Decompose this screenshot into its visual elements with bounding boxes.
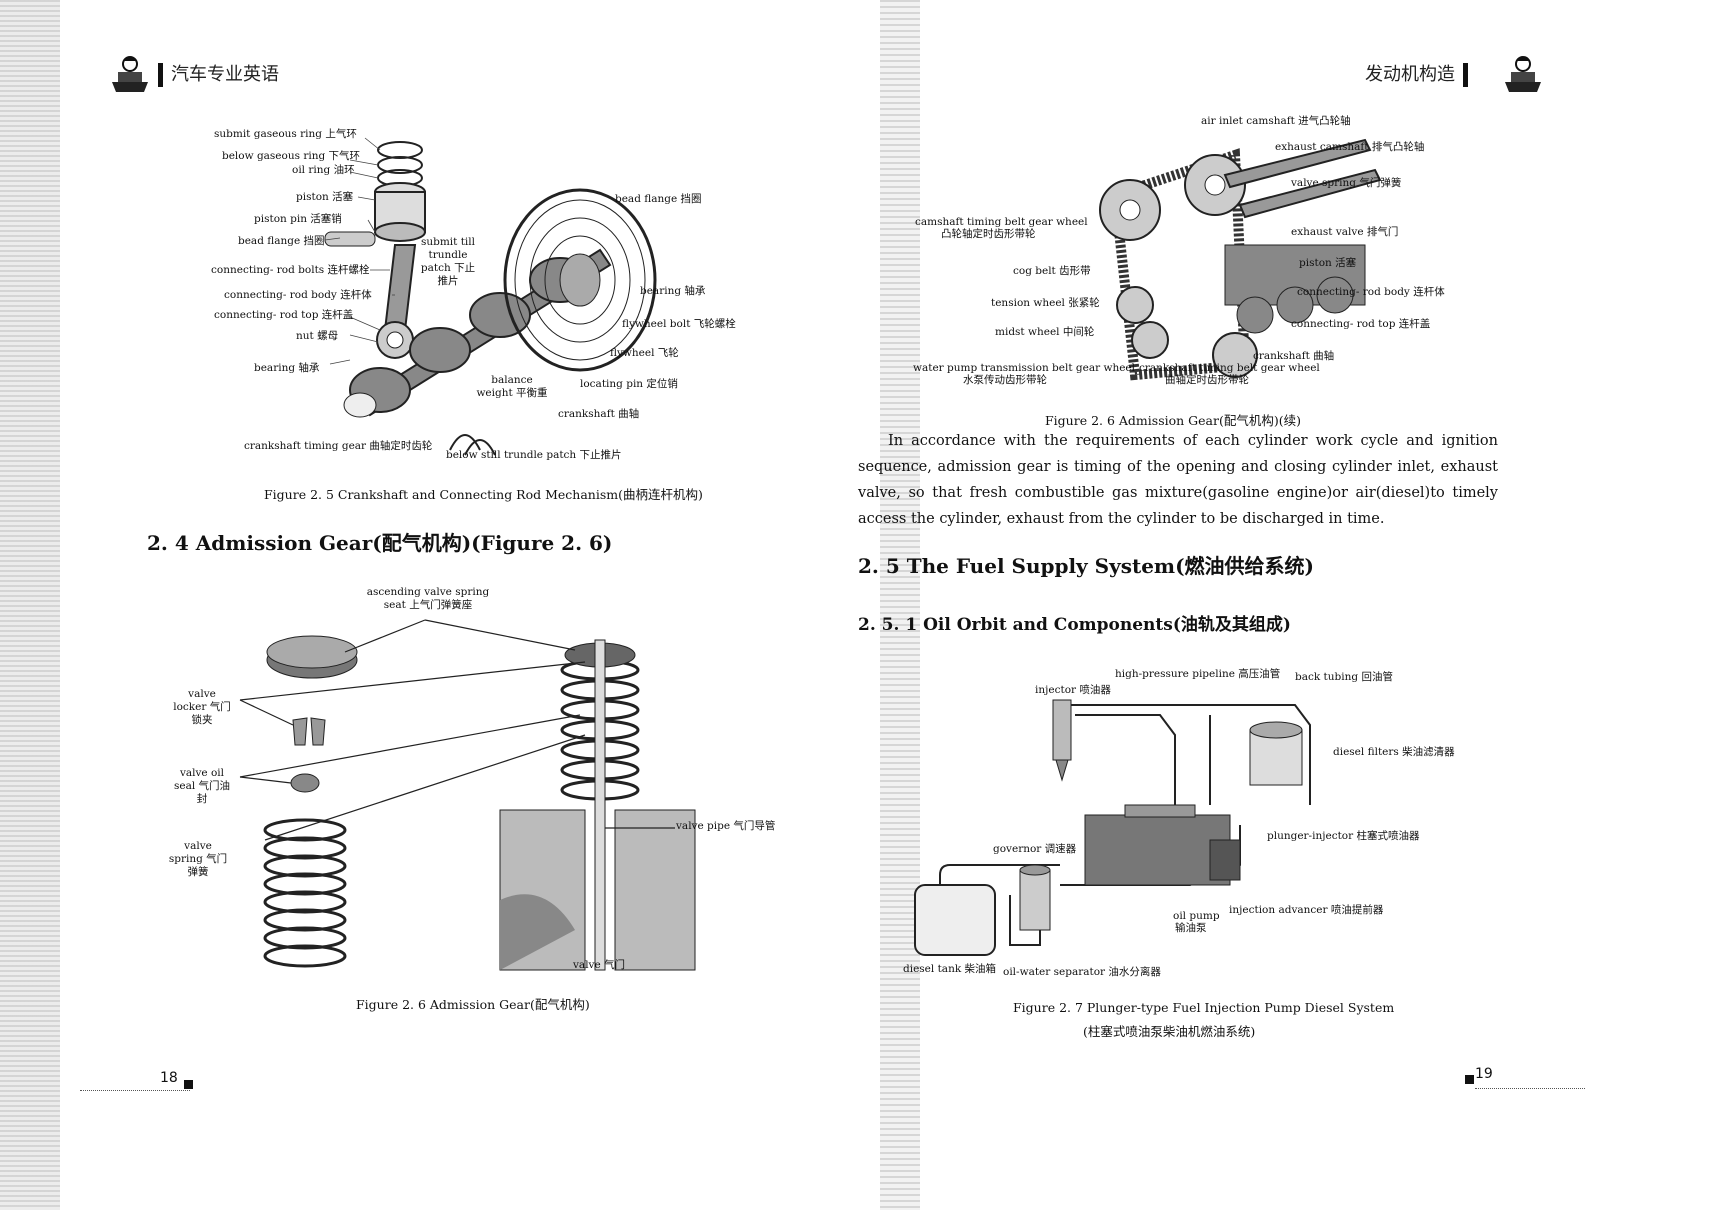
mascot-icon	[112, 56, 148, 92]
right-page: 发动机构造	[858, 0, 1709, 1210]
crankshaft-figure	[324, 137, 657, 456]
section-2-5-1-title: 2. 5. 1 Oil Orbit and Components(油轨及其组成)	[858, 615, 1291, 635]
label-submit-gaseous-ring: submit gaseous ring 上气环	[214, 128, 357, 140]
header-title: 汽车专业英语	[171, 64, 279, 85]
label-diesel-tank: diesel tank 柴油箱	[903, 963, 997, 975]
label-oil-pump-cn: 输油泵	[1175, 922, 1207, 934]
label-submit-till-trundle-patch: submit till trundle patch 下止推片	[420, 236, 476, 287]
label-crankshaft-timing-belt-gear-wheel-cn: 曲轴定时齿形带轮	[1165, 374, 1249, 386]
label-camshaft-timing-belt-gear-wheel-cn: 凸轮轴定时齿形带轮	[941, 228, 1036, 240]
figure-2-6-caption: Figure 2. 6 Admission Gear(配气机构)	[356, 997, 590, 1012]
label-crankshaft-timing-belt-gear-wheel: crankshaft timing belt gear wheel	[1139, 362, 1320, 374]
label-valve-oil-seal: valve oil seal 气门油封	[173, 767, 231, 805]
label-oil-ring: oil ring 油环	[292, 164, 355, 176]
label-balance-weight: balance weight 平衡重	[476, 374, 548, 399]
label-valve-spring: valve spring 气门弹簧	[1291, 177, 1402, 189]
label-cog-belt: cog belt 齿形带	[1013, 265, 1091, 277]
label-piston: piston 活塞	[296, 191, 354, 203]
figure-2-7-caption: Figure 2. 7 Plunger-type Fuel Injection …	[1013, 1000, 1395, 1015]
label-oil-water-separator: oil-water separator 油水分离器	[1003, 966, 1161, 978]
label-nut: nut 螺母	[296, 330, 339, 342]
label-connecting-rod-body: connecting- rod body 连杆体	[1297, 286, 1445, 298]
label-tension-wheel: tension wheel 张紧轮	[991, 297, 1100, 309]
label-locating-pin: locating pin 定位销	[580, 378, 678, 390]
body-paragraph: In accordance with the requirements of e…	[858, 433, 1498, 527]
label-flywheel: flywheel 飞轮	[610, 347, 679, 359]
label-valve-locker: valve locker 气门锁夹	[173, 688, 231, 726]
label-crankshaft: crankshaft 曲轴	[1253, 350, 1335, 362]
label-piston: piston 活塞	[1299, 257, 1357, 269]
label-connecting-rod-bolts: connecting- rod bolts 连杆螺栓	[211, 264, 370, 276]
footer-rule	[1475, 1088, 1585, 1089]
label-high-pressure-pipeline: high-pressure pipeline 高压油管	[1115, 668, 1281, 680]
label-connecting-rod-top: connecting- rod top 连杆盖	[1291, 318, 1431, 330]
page-marker-icon	[1465, 1075, 1474, 1084]
label-injector: injector 喷油器	[1035, 684, 1111, 696]
header-bar	[1463, 63, 1468, 87]
label-back-tubing: back tubing 回油管	[1295, 671, 1393, 683]
footer-rule	[80, 1090, 190, 1091]
page-number: 19	[1475, 1066, 1493, 1082]
label-crankshaft-timing-gear: crankshaft timing gear 曲轴定时齿轮	[244, 440, 433, 452]
header: 汽车专业英语	[150, 60, 279, 87]
timing-belt-figure	[1099, 138, 1382, 381]
label-oil-pump: oil pump	[1173, 910, 1220, 922]
figure-2-5-caption: Figure 2. 5 Crankshaft and Connecting Ro…	[264, 487, 703, 502]
scan-edge	[880, 0, 920, 1210]
label-exhaust-valve: exhaust valve 排气门	[1291, 226, 1399, 238]
label-bearing: bearing 轴承	[254, 362, 320, 374]
label-water-pump-belt-gear-wheel: water pump transmission belt gear wheel	[913, 362, 1135, 374]
label-exhaust-camshaft: exhaust camshaft 排气凸轮轴	[1275, 141, 1425, 153]
label-midst-wheel: midst wheel 中间轮	[995, 326, 1095, 338]
label-flywheel-bolt: flywheel bolt 飞轮螺栓	[622, 318, 736, 330]
header: 发动机构造	[1365, 60, 1476, 87]
label-air-inlet-camshaft: air inlet camshaft 进气凸轮轴	[1201, 115, 1351, 127]
admission-gear-figure	[239, 619, 696, 971]
label-bead-flange-right: bead flange 挡圈	[615, 193, 702, 205]
header-title: 发动机构造	[1365, 64, 1455, 85]
scan-edge	[0, 0, 60, 1210]
page-marker-icon	[184, 1080, 193, 1089]
label-camshaft-timing-belt-gear-wheel: camshaft timing belt gear wheel	[915, 216, 1088, 228]
left-page: 汽车专业英语	[0, 0, 776, 1210]
label-bead-flange: bead flange 挡圈	[238, 235, 325, 247]
label-plunger-injector: plunger-injector 柱塞式喷油器	[1267, 830, 1420, 842]
label-water-pump-belt-gear-wheel-cn: 水泵传动齿形带轮	[963, 374, 1047, 386]
section-2-5-title: 2. 5 The Fuel Supply System(燃油供给系统)	[858, 554, 1315, 578]
label-valve-spring: valve spring 气门弹簧	[168, 840, 228, 878]
figure-2-6-cont-caption: Figure 2. 6 Admission Gear(配气机构)(续)	[1045, 413, 1301, 428]
label-ascending-valve-spring-seat: ascending valve spring seat 上气门弹簧座	[366, 586, 490, 611]
label-connecting-rod-body: connecting- rod body 连杆体	[224, 289, 372, 301]
label-injection-advancer: injection advancer 喷油提前器	[1229, 904, 1384, 916]
label-connecting-rod-top: connecting- rod top 连杆盖	[214, 309, 354, 321]
label-valve: valve 气门	[573, 959, 626, 971]
figure-2-7-caption-cn: (柱塞式喷油泵柴油机燃油系统)	[1083, 1024, 1256, 1039]
section-2-4-title: 2. 4 Admission Gear(配气机构)(Figure 2. 6)	[147, 531, 613, 555]
label-bearing-right: bearing 轴承	[640, 285, 706, 297]
mascot-icon	[1505, 56, 1541, 92]
label-crankshaft: crankshaft 曲轴	[558, 408, 640, 420]
label-piston-pin: piston pin 活塞销	[254, 213, 342, 225]
label-diesel-filters: diesel filters 柴油滤清器	[1333, 746, 1455, 758]
page-number: 18	[160, 1070, 178, 1086]
fuel-system-figure	[914, 699, 1311, 956]
label-below-still-trundle-patch: below still trundle patch 下止推片	[446, 449, 622, 461]
label-governor: governor 调速器	[993, 843, 1077, 855]
label-below-gaseous-ring: below gaseous ring 下气环	[222, 150, 361, 162]
label-valve-pipe: valve pipe 气门导管	[676, 820, 776, 832]
header-bar	[158, 63, 163, 87]
